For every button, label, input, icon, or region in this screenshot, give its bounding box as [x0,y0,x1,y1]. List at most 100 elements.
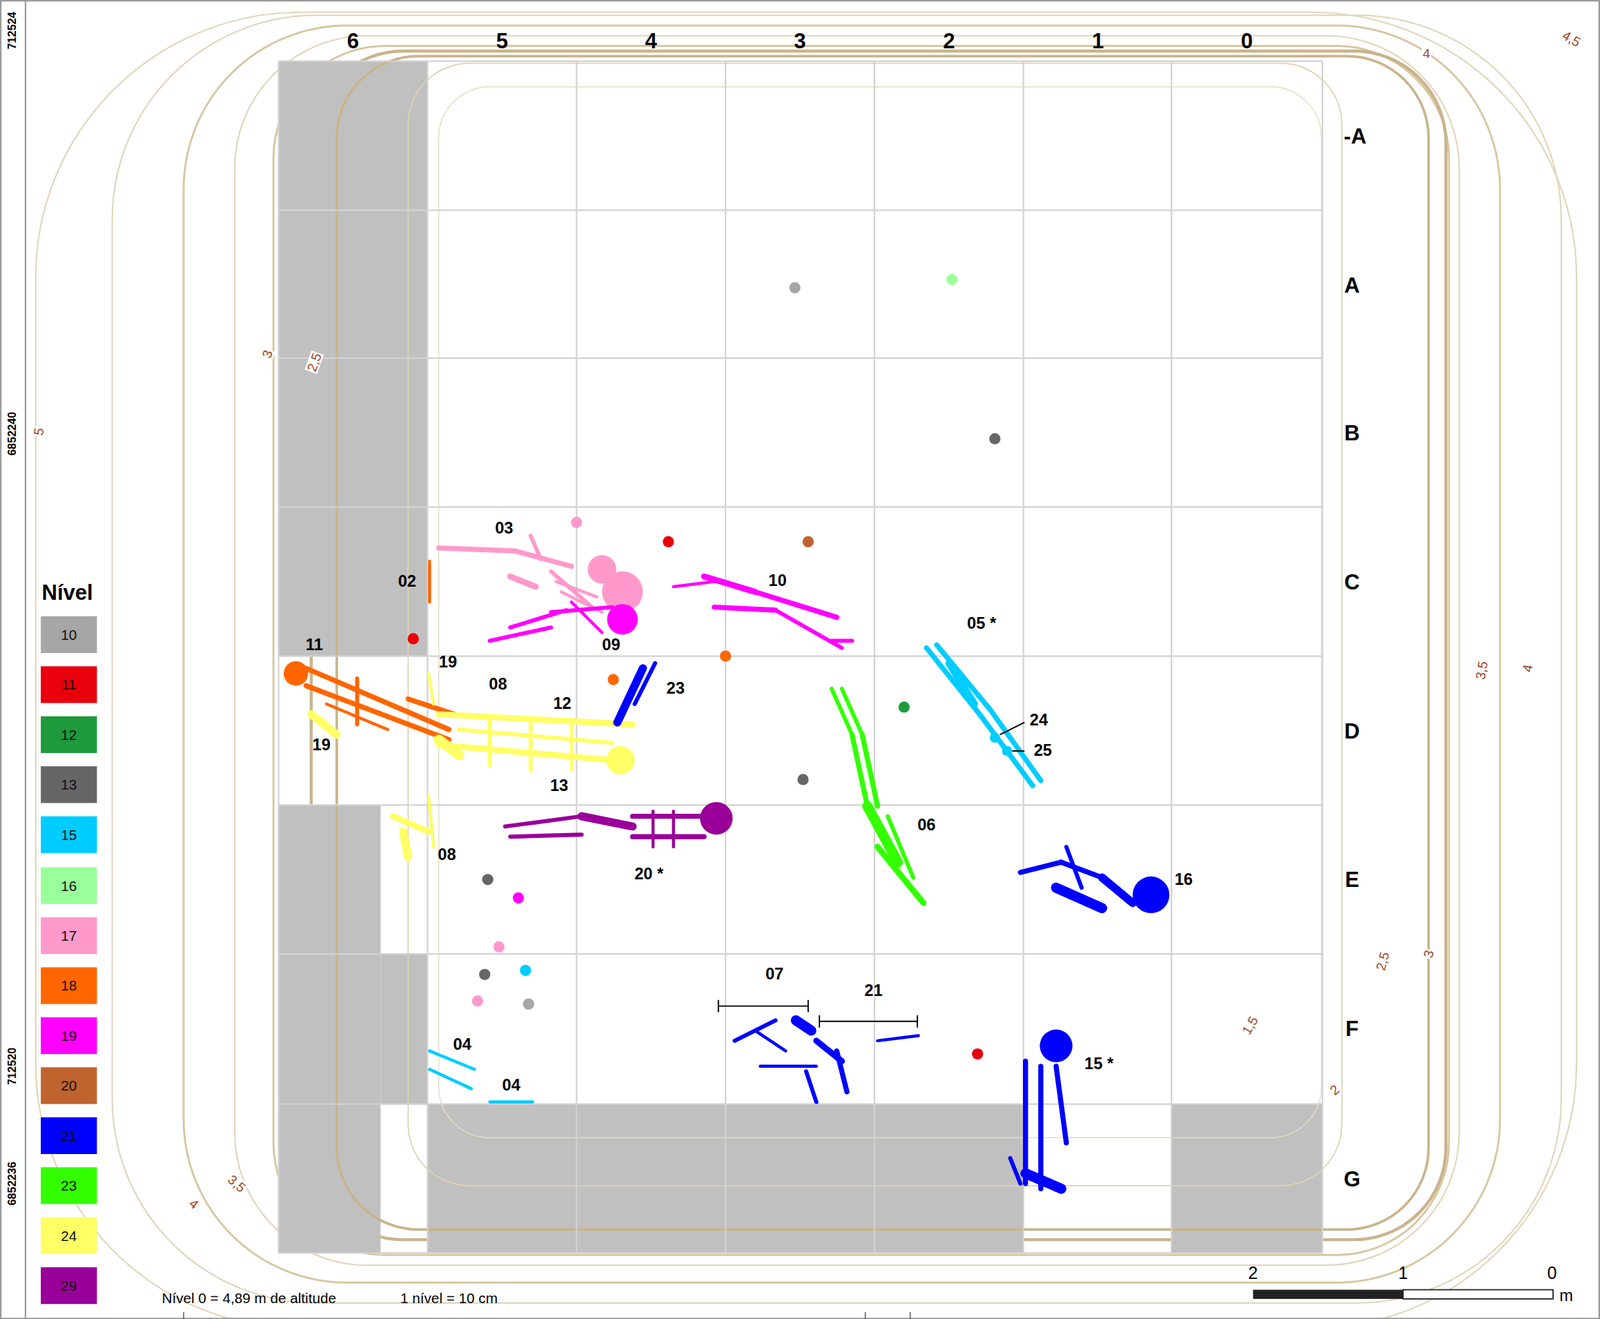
legend-text: 29 [60,1277,77,1295]
skeleton [673,576,853,648]
skull [699,802,733,835]
find-dot [719,650,731,662]
unexcavated-area [278,804,382,1253]
legend-text: 13 [60,776,77,794]
contour-value: 4 [1421,46,1432,60]
coordinate-label: 712520 [6,1047,18,1086]
bone [305,668,449,730]
skeleton [617,663,656,723]
grid-line [1321,61,1324,1254]
scale-unit: m [1559,1288,1574,1305]
bone [530,535,542,560]
legend-swatch: 18 [40,967,97,1004]
note: 1 nível = 10 cm [400,1290,498,1306]
find-dot [989,433,1001,445]
grid-column-label: 1 [1091,30,1104,52]
bone [1038,1066,1043,1189]
burial-number: 09 [601,636,620,653]
skeleton [311,673,636,858]
scale-bar [1403,1290,1554,1300]
note: Nível 0 = 4,89 m de altitude [161,1290,337,1306]
find-dot [802,536,814,548]
legend-swatch: 13 [40,766,97,804]
burial-number: 20 * [634,866,664,883]
bracket-line [819,1020,918,1023]
skeleton [505,802,734,847]
legend-text: 24 [60,1227,77,1245]
burial-number: 24 [1029,712,1048,729]
find-dot [512,892,524,904]
skull [989,732,1001,743]
skull [1002,746,1013,757]
find-dot [607,673,619,685]
bone [438,548,516,551]
bone [438,744,613,760]
bone [887,816,914,878]
find-dot [493,941,505,953]
bone [979,714,1033,786]
find-dot [519,964,531,977]
bone [581,816,633,827]
burial-number: 19 [438,654,457,671]
legend-text: 20 [60,1077,77,1095]
bone [428,673,434,705]
contour-value: 2 [1326,1081,1343,1098]
burial-number: 23 [666,680,685,698]
legend-text: 15 [60,826,77,844]
burial-number: 25 [1033,742,1052,760]
bone [505,816,582,827]
grid-row-label: A [1344,274,1360,296]
bracket-line [717,1000,720,1013]
grid-row-label: E [1344,869,1360,891]
bone [1060,862,1102,878]
find-dot [788,282,800,294]
skeleton [831,688,924,903]
skeleton [283,561,455,740]
bone [403,831,408,858]
bone [877,1035,919,1041]
bone [438,739,460,756]
bone [831,638,853,643]
grid-row-label: G [1343,1167,1361,1190]
legend-text: 16 [60,877,77,894]
coordinate-label: 6852236 [6,1161,18,1206]
skull [283,661,308,686]
legend-swatch: 15 [40,816,97,854]
burial-number: 02 [398,573,417,591]
grid-line [278,804,1323,806]
bone [635,663,656,705]
scale-value: 1 [1398,1264,1409,1282]
bone [438,714,633,725]
find-dot [898,701,910,713]
skull [607,603,638,635]
bracket-line [1000,722,1025,736]
coordinate-label: 6852240 [6,412,18,456]
burial-number: 10 [768,572,787,589]
legend-swatch: 23 [40,1167,97,1204]
bone [632,813,705,819]
contour-value: 1,5 [1238,1013,1261,1038]
scale-value: 0 [1547,1264,1558,1282]
bone [311,714,337,736]
contour-line [234,35,1460,1266]
bone [795,1020,812,1031]
grid-line [278,209,1323,211]
bone [877,846,924,903]
contour-value: 3,5 [1472,659,1490,682]
skeleton [438,535,644,613]
skull [1132,876,1170,914]
grid-column-label: 2 [942,30,955,52]
bone [831,688,853,736]
legend-swatch: 16 [40,866,97,904]
contour-value: 2,5 [1373,949,1392,974]
burial-number: 15 * [1084,1056,1114,1073]
burial-number: 08 [437,846,456,864]
bone [428,795,434,847]
frame-line [24,0,27,1319]
bone [1020,862,1061,873]
bone [490,627,552,641]
bone [1010,1158,1021,1184]
burial-number: 03 [494,520,513,538]
